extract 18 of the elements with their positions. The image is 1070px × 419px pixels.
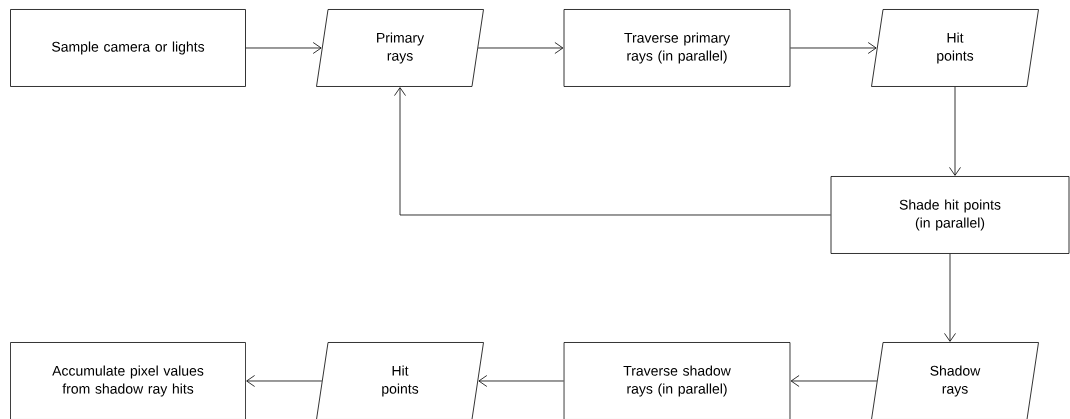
arrow [949, 86, 961, 176]
arrow [477, 42, 564, 54]
arrow [246, 375, 323, 387]
arrow [394, 87, 831, 216]
arrow [245, 42, 322, 54]
process-box: Accumulate pixel values from shadow ray hits [10, 342, 246, 419]
data-parallelogram: Primary rays [316, 9, 484, 87]
process-box: Shade hit points (in parallel) [830, 176, 1070, 254]
arrow [478, 375, 564, 387]
process-box: Traverse primary rays (in parallel) [563, 9, 791, 87]
arrow [790, 42, 877, 54]
arrow [944, 253, 956, 342]
data-parallelogram: Hit points [871, 9, 1039, 87]
process-box: Sample camera or lights [10, 9, 246, 87]
data-parallelogram: Hit points [316, 342, 484, 419]
data-parallelogram: Shadow rays [871, 342, 1039, 419]
arrow [790, 375, 878, 387]
process-box: Traverse shadow rays (in parallel) [563, 342, 791, 419]
